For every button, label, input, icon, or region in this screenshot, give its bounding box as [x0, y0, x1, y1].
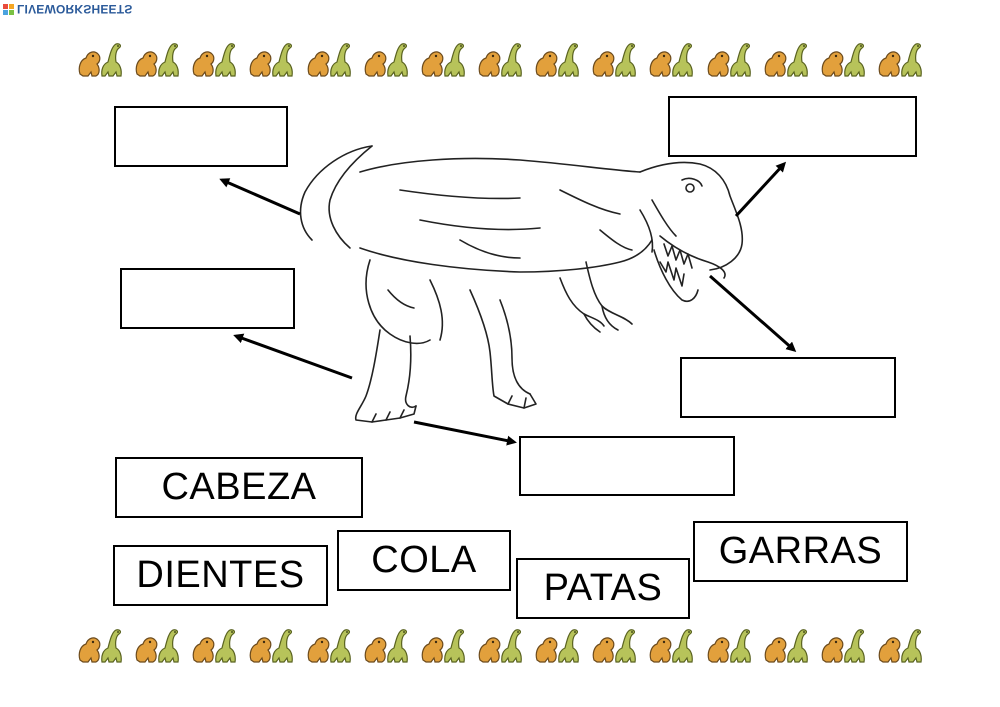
legs-arrow	[413, 420, 517, 446]
label-arrows	[219, 161, 797, 446]
logo-squares-icon	[3, 3, 14, 15]
drop-zone-head[interactable]	[668, 96, 917, 157]
claws-arrow	[233, 333, 353, 380]
drop-zone-claws[interactable]	[120, 268, 295, 329]
word-card-garras[interactable]: GARRAS	[693, 521, 908, 582]
head-arrow	[734, 161, 787, 218]
tail-arrow	[219, 178, 301, 216]
word-card-cabeza[interactable]: CABEZA	[115, 457, 363, 518]
word-card-cola[interactable]: COLA	[337, 530, 511, 591]
word-card-patas[interactable]: PATAS	[516, 558, 690, 619]
word-card-dientes[interactable]: DIENTES	[113, 545, 328, 606]
t-rex-drawing	[299, 145, 744, 423]
drop-zone-teeth[interactable]	[680, 357, 896, 418]
liveworksheets-logo: LIVEWORKSHEETS	[3, 2, 132, 16]
drop-zone-legs[interactable]	[519, 436, 735, 496]
teeth-arrow	[709, 274, 797, 352]
drop-zone-tail[interactable]	[114, 106, 288, 167]
